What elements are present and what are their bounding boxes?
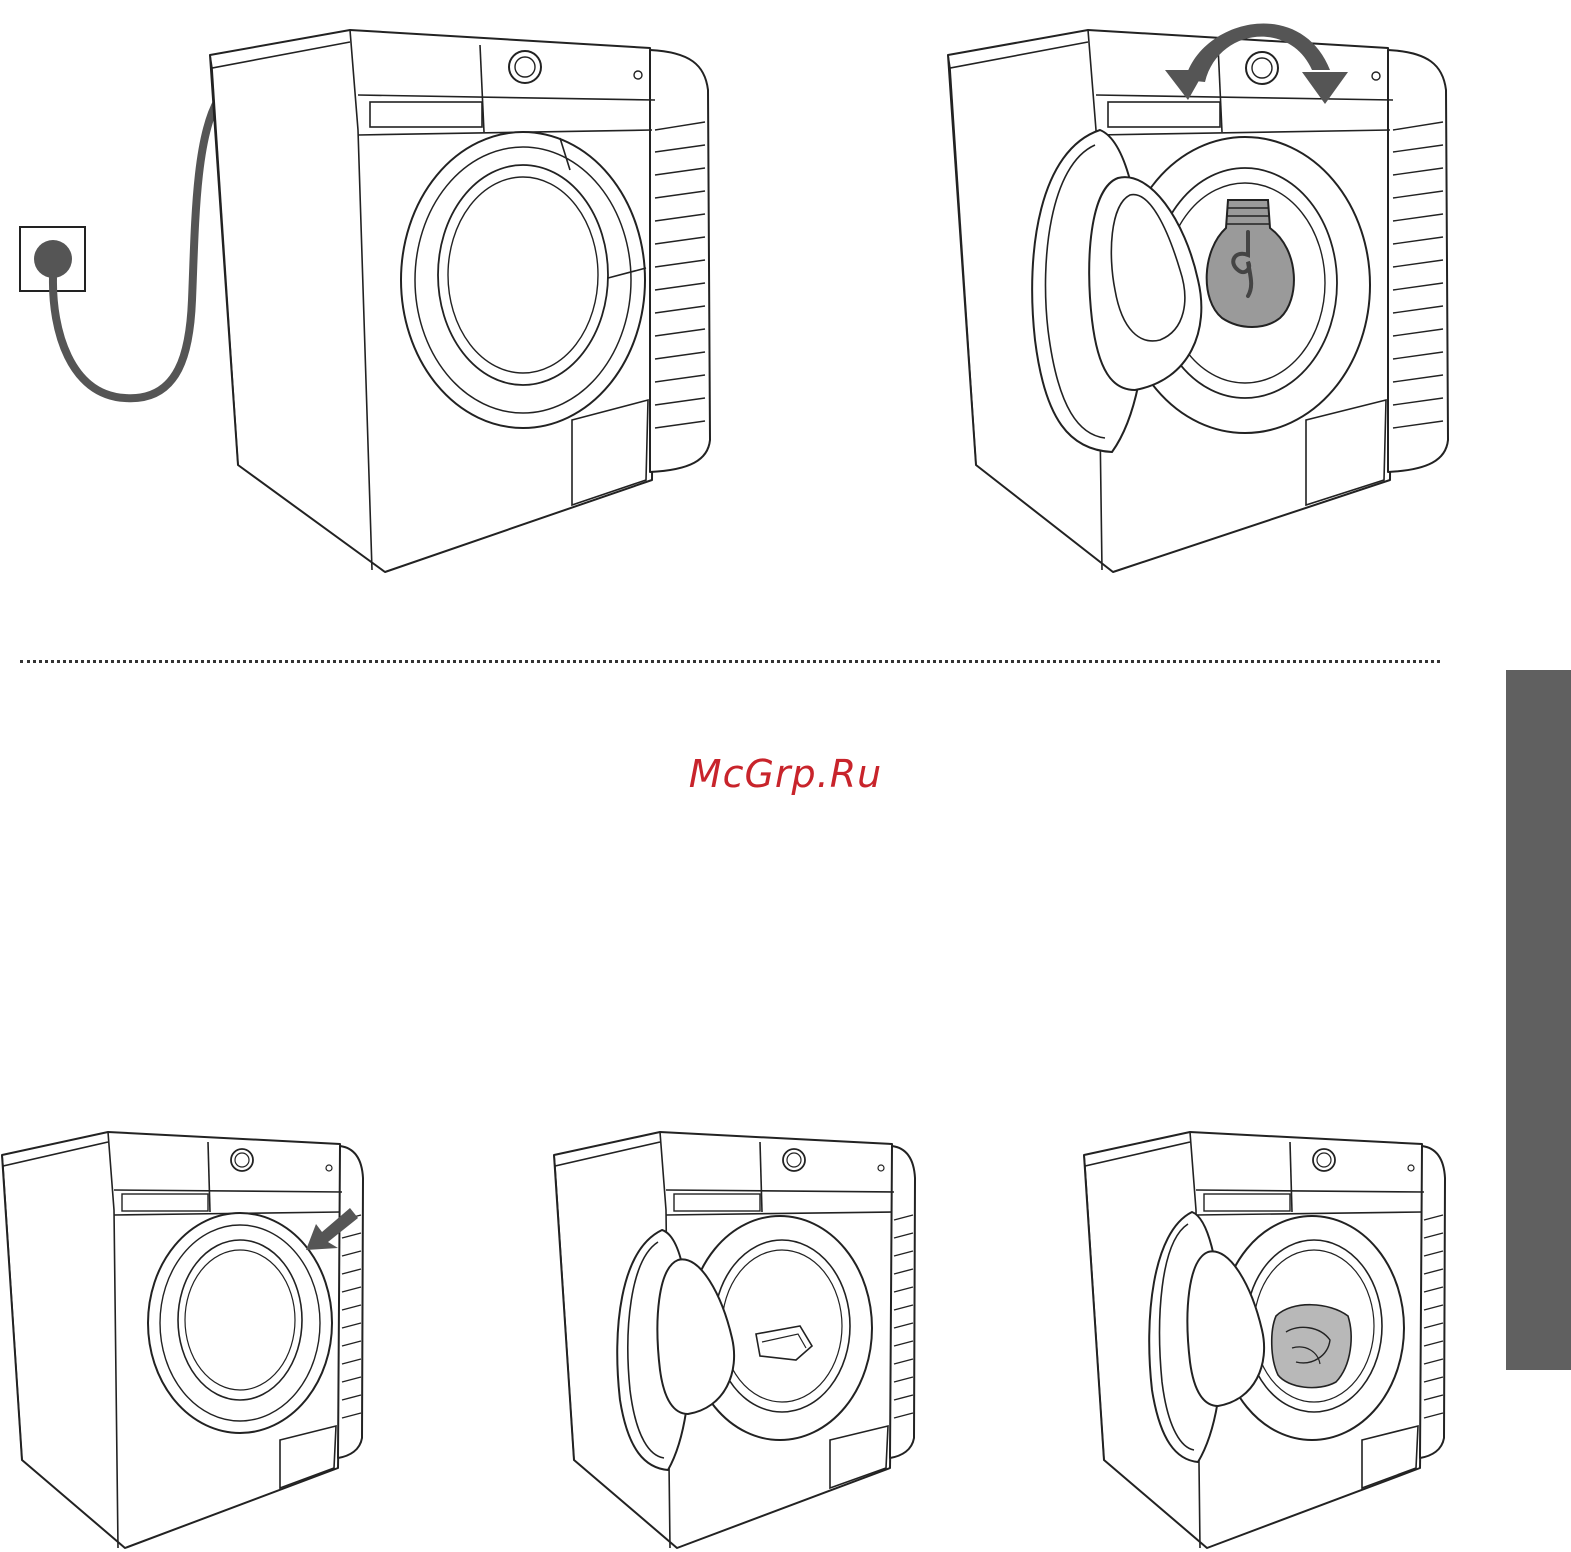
- watermark-text: McGrp.Ru: [0, 752, 1571, 796]
- illustration-washer-plugged-in: [0, 0, 740, 600]
- illustration-washer-door-open-laundry: [1080, 1120, 1450, 1552]
- section-divider: [20, 660, 1440, 663]
- illustration-washer-press-door: [0, 1120, 370, 1552]
- washer-door-open-detergent-drawing: [550, 1120, 920, 1552]
- laundry-icon: [1272, 1305, 1351, 1388]
- washer-door-open-lamp-drawing: [740, 0, 1480, 600]
- side-tab: [1506, 670, 1571, 1370]
- illustration-washer-door-open-lamp: [740, 0, 1480, 600]
- washer-plugged-in-drawing: [0, 0, 740, 600]
- washer-door-open-laundry-drawing: [1080, 1120, 1450, 1552]
- washer-press-door-drawing: [0, 1120, 370, 1552]
- illustration-washer-door-open-detergent: [550, 1120, 920, 1552]
